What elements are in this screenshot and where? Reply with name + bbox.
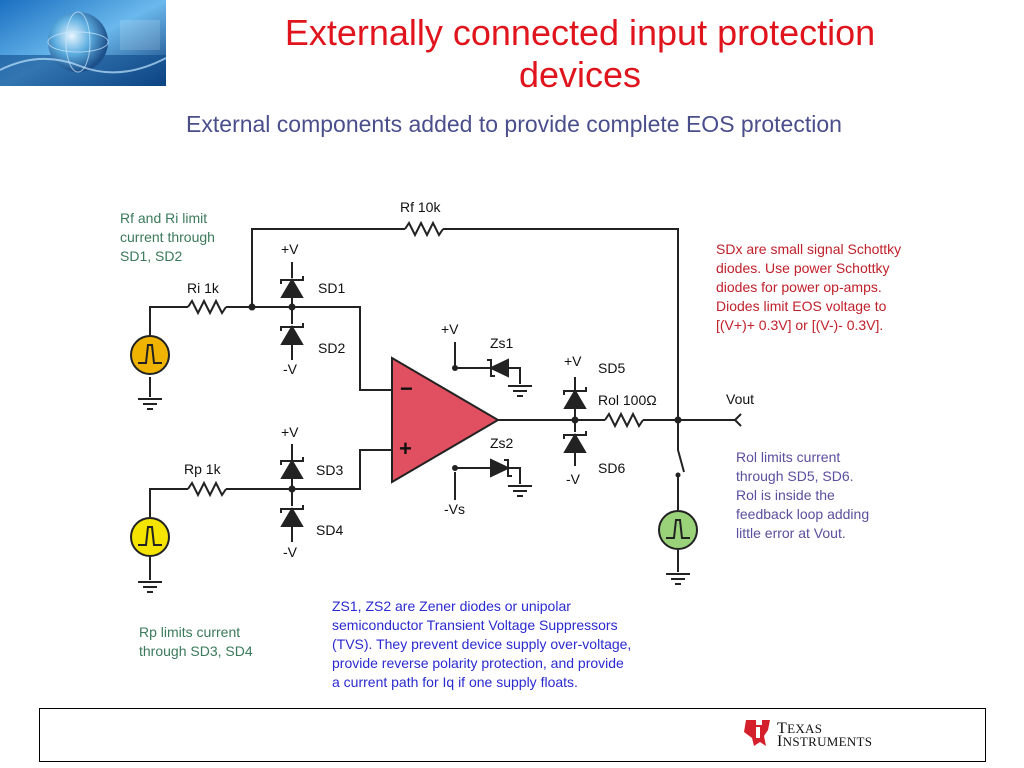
resistor-rol <box>604 411 644 429</box>
signal-source-yellow-icon <box>130 517 170 557</box>
signal-source-green-icon <box>658 510 698 550</box>
note-sdx: SDx are small signal Schottky diodes. Us… <box>716 241 902 333</box>
slide-footer <box>39 708 986 762</box>
label-zs2: Zs2 <box>490 435 514 451</box>
label-rf: Rf 10k <box>400 199 441 215</box>
opamp-plus-sign: + <box>399 436 412 461</box>
wire-rf-left <box>251 228 405 307</box>
ground-icon <box>138 398 162 410</box>
label-rp: Rp 1k <box>184 461 222 477</box>
signal-source-orange-icon <box>130 335 170 375</box>
label-vout: Vout <box>726 391 754 407</box>
ground-icon <box>666 573 690 585</box>
diode-sd2-icon <box>280 323 304 345</box>
label-vplus-sd5: +V <box>564 353 582 369</box>
label-vminus-sd4: -V <box>283 544 298 560</box>
note-rf-ri: Rf and Ri limit current through SD1, SD2 <box>120 210 215 264</box>
label-vplus-sd3: +V <box>281 424 299 440</box>
diode-sd1-icon <box>280 276 304 298</box>
note-rp: Rp limits current through SD3, SD4 <box>139 624 253 659</box>
slide-subtitle: External components added to provide com… <box>186 111 842 137</box>
ti-logo-icon <box>744 720 770 746</box>
label-zs1: Zs1 <box>490 335 514 351</box>
label-rol: Rol 100Ω <box>598 392 657 408</box>
label-vs-minus: -Vs <box>444 501 465 517</box>
opamp-minus-sign: − <box>400 376 413 401</box>
ground-icon <box>508 485 532 497</box>
ti-wordmark: TEXAS INSTRUMENTS <box>777 720 873 750</box>
label-sd4: SD4 <box>316 522 343 538</box>
label-vplus-opamp: +V <box>441 321 459 337</box>
resistor-ri <box>187 298 227 316</box>
diode-sd5-icon <box>563 387 587 409</box>
label-sd3: SD3 <box>316 462 343 478</box>
diode-sd4-icon <box>280 505 304 527</box>
wire-rf-right <box>443 228 679 420</box>
resistor-rp <box>187 480 227 498</box>
note-rol: Rol limits current through SD5, SD6. Rol… <box>736 449 870 541</box>
ground-icon <box>508 385 532 397</box>
zener-zs2-icon <box>490 458 512 478</box>
diode-sd6-icon <box>563 431 587 453</box>
label-sd6: SD6 <box>598 460 625 476</box>
slide-title: Externally connected input protection de… <box>284 12 876 95</box>
note-zs: ZS1, ZS2 are Zener diodes or unipolar se… <box>332 598 632 690</box>
label-ri: Ri 1k <box>187 280 220 296</box>
label-sd1: SD1 <box>318 280 345 296</box>
label-sd5: SD5 <box>598 360 625 376</box>
label-vminus-sd6: -V <box>566 471 581 487</box>
label-sd2: SD2 <box>318 340 345 356</box>
label-vminus-sd2: -V <box>283 361 298 377</box>
diode-sd3-icon <box>280 457 304 479</box>
zener-zs1-icon <box>487 358 509 378</box>
globe-logo-icon <box>0 0 166 86</box>
ground-icon <box>138 581 162 593</box>
resistor-rf <box>404 220 444 238</box>
opamp-icon <box>391 356 500 484</box>
label-vplus-sd1: +V <box>281 241 299 257</box>
